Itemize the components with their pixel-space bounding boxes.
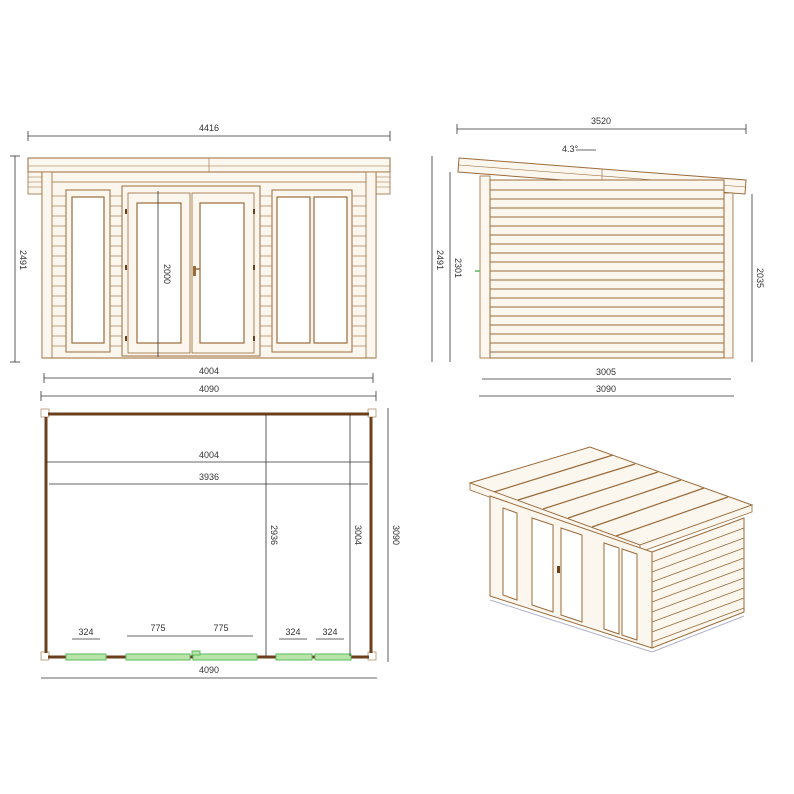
- dim-label: 4416: [199, 123, 219, 133]
- dim-label: 3090: [596, 384, 616, 394]
- dim-label: 4004: [199, 366, 219, 376]
- dim-label: 2035: [755, 268, 765, 288]
- dim-label: 324: [285, 627, 300, 637]
- dim-label: 4090: [199, 384, 219, 394]
- dim-label: 2000: [162, 264, 172, 284]
- dim-label: 2936: [269, 525, 279, 545]
- dim-label: 3005: [596, 367, 616, 377]
- dim-label: 2491: [435, 250, 445, 270]
- dim-label: 3004: [353, 525, 363, 545]
- dim-label: 3936: [199, 472, 219, 482]
- dim-label: 4090: [199, 665, 219, 675]
- dim-label: 324: [78, 627, 93, 637]
- dim-label: 324: [322, 627, 337, 637]
- dim-label: 3090: [391, 525, 401, 545]
- isometric-view: [468, 446, 754, 653]
- side-elevation: 3520 4.3° 2491 2301 2035 3005 3090: [431, 116, 765, 397]
- dim-label: 775: [213, 623, 228, 633]
- roof-pitch-label: 4.3°: [562, 144, 579, 154]
- front-elevation: 4416: [10, 123, 391, 401]
- dim-overall-width: 4416: [27, 123, 391, 141]
- dim-label: 3520: [591, 116, 611, 126]
- dim-label: 4004: [199, 450, 219, 460]
- dim-label: 775: [150, 623, 165, 633]
- floor-plan: 4004 3936 2936 3004 3090 324 775 775 324…: [40, 408, 401, 679]
- dim-label: 2301: [453, 258, 463, 278]
- dim-label: 2491: [18, 250, 28, 270]
